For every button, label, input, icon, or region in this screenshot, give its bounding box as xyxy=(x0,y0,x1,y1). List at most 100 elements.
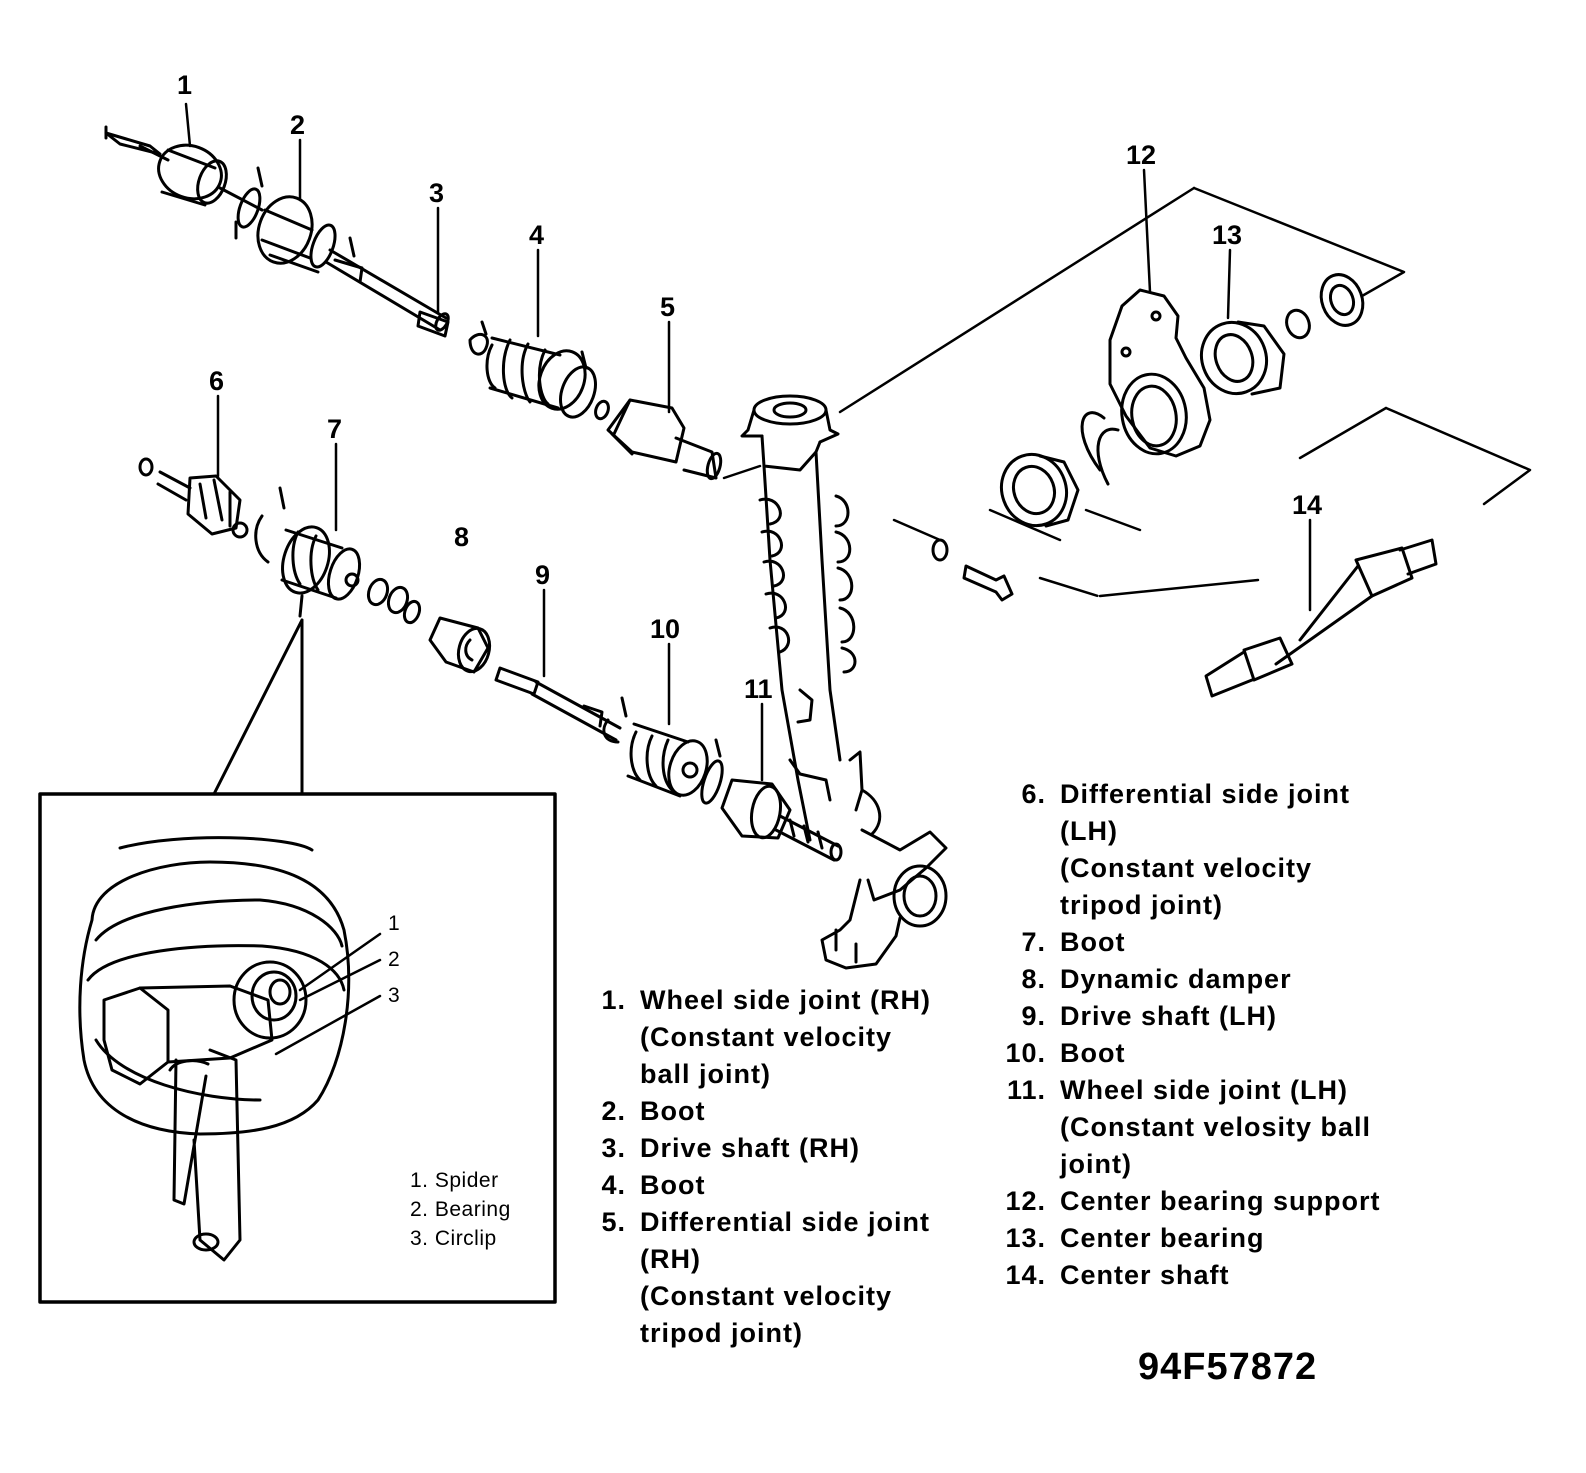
part-13-center-bearing xyxy=(1200,273,1365,396)
legend-line: (Constant velocity xyxy=(996,850,1381,887)
legend-text: Differential side joint xyxy=(1060,779,1351,809)
legend-text: ball joint) xyxy=(640,1059,771,1089)
callout-12: 12 xyxy=(1126,140,1157,170)
callout-4: 4 xyxy=(529,220,545,250)
inset-callout-1: 1 xyxy=(388,912,400,935)
inset-legend-num: 1. xyxy=(410,1169,429,1192)
legend-line: 5. Differential side joint xyxy=(596,1204,931,1241)
legend-line: 12. Center bearing support xyxy=(996,1183,1381,1220)
legend-text: (Constant velosity ball xyxy=(1060,1112,1372,1142)
part-11-wheel-side-joint-lh xyxy=(720,778,843,862)
part-3-drive-shaft-rh xyxy=(324,236,450,338)
legend-line: 4. Boot xyxy=(596,1167,931,1204)
legend-line: (LH) xyxy=(996,813,1381,850)
legend-line: 11. Wheel side joint (LH) xyxy=(996,1072,1381,1109)
inset-legend-item: 1. Spider xyxy=(410,1166,511,1195)
lh-clips xyxy=(366,577,422,625)
callout-10: 10 xyxy=(650,614,681,644)
legend-line: (Constant velocity xyxy=(596,1019,931,1056)
callout-9: 9 xyxy=(535,560,551,590)
legend-line: (Constant velocity xyxy=(596,1278,931,1315)
legend-number: 14. xyxy=(1005,1260,1046,1290)
legend-text: Differential side joint xyxy=(640,1207,931,1237)
legend-text: Drive shaft (RH) xyxy=(640,1133,861,1163)
callout-1: 1 xyxy=(177,70,193,100)
legend-text: Wheel side joint (RH) xyxy=(640,985,931,1015)
legend-number xyxy=(596,1019,640,1056)
callout-14: 14 xyxy=(1292,490,1323,520)
legend-text: (RH) xyxy=(640,1244,701,1274)
legend-text: Boot xyxy=(1060,927,1126,957)
legend-number: 3. xyxy=(601,1133,626,1163)
legend-text: Boot xyxy=(1060,1038,1126,1068)
legend-text: (Constant velocity xyxy=(640,1281,893,1311)
callout-11: 11 xyxy=(744,674,773,704)
parts-legend-left: 1. Wheel side joint (RH) (Constant velocit… xyxy=(596,982,931,1352)
legend-number: 11. xyxy=(1006,1075,1046,1105)
figure-code: 94F57872 xyxy=(1138,1346,1318,1388)
legend-number: 1. xyxy=(601,985,626,1015)
legend-line: joint) xyxy=(996,1146,1381,1183)
rh-drive-shaft-assembly xyxy=(104,125,723,481)
part-4-boot xyxy=(468,320,610,421)
legend-number xyxy=(996,887,1060,924)
legend-line: 10. Boot xyxy=(996,1035,1381,1072)
callout-3: 3 xyxy=(429,178,445,208)
parts-legend-right: 6.Differential side joint(LH)(Constant v… xyxy=(996,776,1381,1294)
legend-number: 5. xyxy=(601,1207,626,1237)
inset-legend-text: Circlip xyxy=(434,1227,497,1250)
part-6-differential-side-joint-lh xyxy=(138,457,249,539)
callout-13: 13 xyxy=(1212,220,1243,250)
lh-drive-shaft-assembly xyxy=(138,457,843,862)
part-14-center-shaft xyxy=(1204,538,1438,698)
legend-line: 9.Drive shaft (LH) xyxy=(996,998,1381,1035)
inset-legend: 1. Spider 2. Bearing 3. Circlip xyxy=(410,1166,511,1253)
legend-text: Dynamic damper xyxy=(1060,964,1292,994)
legend-text: tripod joint) xyxy=(640,1318,803,1348)
strut-and-knuckle xyxy=(740,394,948,970)
callout-7: 7 xyxy=(327,414,343,444)
callout-6: 6 xyxy=(209,366,225,396)
legend-text: Center bearing support xyxy=(1060,1186,1381,1216)
legend-number xyxy=(596,1056,640,1093)
legend-text: Center shaft xyxy=(1060,1260,1230,1290)
legend-number: 10. xyxy=(1005,1038,1046,1068)
legend-line: 1. Wheel side joint (RH) xyxy=(596,982,931,1019)
legend-number xyxy=(596,1278,640,1315)
legend-line: 3. Drive shaft (RH) xyxy=(596,1130,931,1167)
legend-line: (Constant velosity ball xyxy=(996,1109,1381,1146)
inset-callout-3: 3 xyxy=(388,984,400,1007)
legend-text: Wheel side joint (LH) xyxy=(1060,1075,1348,1105)
legend-number xyxy=(996,813,1060,850)
callout-8: 8 xyxy=(454,522,470,552)
legend-number xyxy=(596,1315,640,1352)
inset-detail xyxy=(38,618,557,1304)
seal-and-bolt xyxy=(931,452,1080,602)
callout-leaders xyxy=(184,102,1312,782)
legend-line: tripod joint) xyxy=(996,887,1381,924)
part-10-boot xyxy=(626,722,724,805)
legend-number: 6. xyxy=(1021,779,1046,809)
part-5-differential-side-joint-rh xyxy=(606,398,723,481)
legend-text: joint) xyxy=(1060,1149,1132,1179)
callout-2: 2 xyxy=(290,110,306,140)
inset-legend-item: 2. Bearing xyxy=(410,1195,511,1224)
legend-number: 4. xyxy=(601,1170,626,1200)
legend-number xyxy=(996,1109,1060,1146)
legend-line: 13.Center bearing xyxy=(996,1220,1381,1257)
legend-line: ball joint) xyxy=(596,1056,931,1093)
inset-callout-2: 2 xyxy=(388,948,400,971)
legend-text: (Constant velocity xyxy=(640,1022,893,1052)
legend-line: 6. Differential side joint xyxy=(996,776,1381,813)
legend-number: 7. xyxy=(1021,927,1046,957)
legend-line: tripod joint) xyxy=(596,1315,931,1352)
legend-number: 12. xyxy=(1005,1186,1046,1216)
legend-text: (Constant velocity xyxy=(1060,853,1313,883)
legend-text: Boot xyxy=(640,1170,706,1200)
part-7-boot xyxy=(254,486,362,618)
inset-legend-num: 2. xyxy=(410,1198,429,1221)
legend-number xyxy=(996,1146,1060,1183)
legend-number: 9. xyxy=(1021,1001,1046,1031)
legend-line: 8.Dynamic damper xyxy=(996,961,1381,998)
